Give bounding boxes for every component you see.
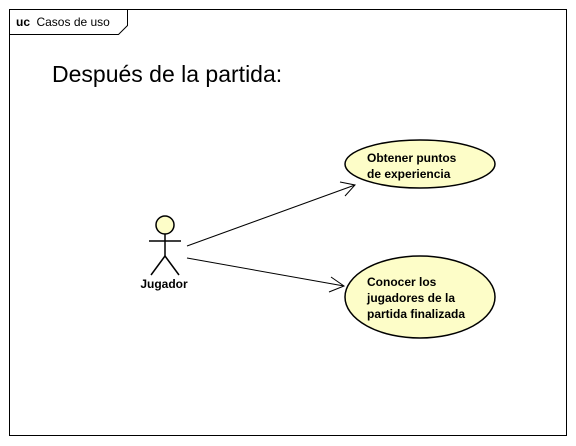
- frame-name: Casos de uso: [36, 15, 110, 29]
- arrow-head: [328, 276, 346, 293]
- actor-head: [155, 215, 175, 235]
- arrow-head: [339, 181, 356, 197]
- diagram-heading: Después de la partida:: [52, 61, 282, 87]
- use-case-line: partida finalizada: [367, 307, 465, 321]
- use-case-label: Obtener puntos de experiencia: [367, 151, 460, 181]
- frame-label: uc Casos de uso: [16, 13, 110, 30]
- use-case-ellipse: [344, 255, 496, 339]
- actor-right-leg: [164, 255, 180, 276]
- use-case-line: de experiencia: [367, 167, 451, 181]
- association-1: [186, 181, 356, 247]
- use-case-conocer-jugadores: Conocer los jugadores de la partida fina…: [344, 255, 496, 339]
- association-line: [186, 184, 356, 247]
- use-case-obtener-puntos: Obtener puntos de experiencia: [344, 139, 496, 189]
- actor-jugador: Jugador: [140, 215, 188, 291]
- actor-left-leg: [150, 255, 166, 276]
- actor-name: Jugador: [140, 277, 188, 291]
- use-case-line: Conocer los: [367, 275, 437, 289]
- association-2: [186, 257, 346, 293]
- use-case-line: Obtener puntos: [367, 151, 457, 165]
- association-line: [186, 257, 345, 287]
- diagram-frame: [9, 9, 567, 436]
- use-case-line: jugadores de la: [366, 291, 455, 305]
- frame-keyword: uc: [16, 15, 30, 29]
- use-case-label: Conocer los jugadores de la partida fina…: [366, 275, 465, 321]
- frame-tab: [9, 9, 128, 35]
- use-case-ellipse: [344, 139, 496, 189]
